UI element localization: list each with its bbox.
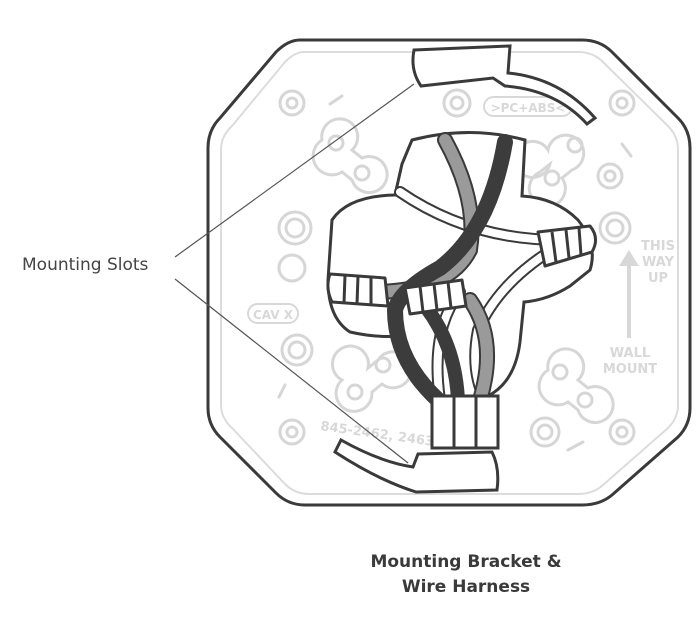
bracket-inner-rim <box>220 51 679 495</box>
top-mounting-slot <box>411 44 598 127</box>
callout-leaders <box>174 83 415 464</box>
cavity-label: CAV X <box>253 308 294 322</box>
caption-line-2: Wire Harness <box>401 577 531 597</box>
screw-holes <box>277 88 636 448</box>
wall-mount-line2: MOUNT <box>603 362 657 377</box>
mounting-slots-callout: Mounting Slots <box>22 255 149 275</box>
wall-mount-line1: WALL <box>610 346 650 361</box>
this-way-up-line2: WAY <box>642 255 675 270</box>
up-arrow-icon <box>619 250 639 338</box>
harness-plug <box>430 394 500 450</box>
this-way-up-line1: THIS <box>641 239 675 254</box>
this-way-up-line3: UP <box>648 271 668 286</box>
cavity-label-frame <box>247 303 299 324</box>
caption-line-1: Mounting Bracket & <box>370 552 562 572</box>
material-label: >PC+ABS< <box>491 101 566 115</box>
bottom-mounting-slot <box>333 437 500 494</box>
figure-caption: Mounting Bracket & Wire Harness <box>350 550 582 600</box>
wire-connectors <box>326 224 597 316</box>
small-slots <box>277 94 633 452</box>
